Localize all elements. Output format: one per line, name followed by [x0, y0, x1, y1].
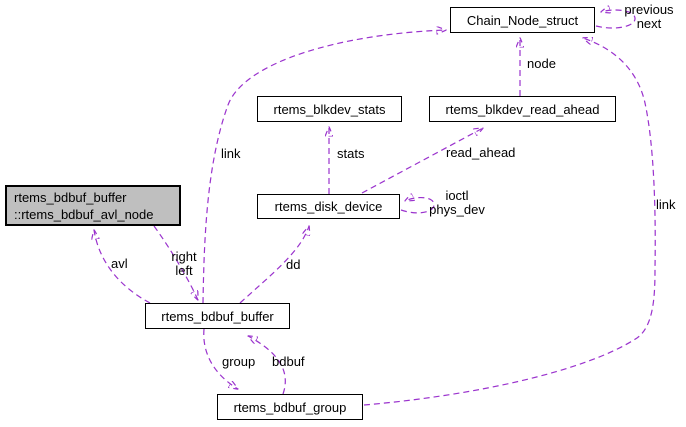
node-rtems-bdbuf-group[interactable]: rtems_bdbuf_group — [217, 394, 363, 420]
node-rtems-bdbuf-buffer[interactable]: rtems_bdbuf_buffer — [145, 303, 290, 329]
node-rtems-bdbuf-avl-node-current: rtems_bdbuf_buffer ::rtems_bdbuf_avl_nod… — [5, 185, 181, 226]
edge-label-ioctl: ioctl — [445, 188, 469, 203]
avl-node-label-line1: rtems_bdbuf_buffer — [14, 189, 127, 205]
edge-link-to-chain — [202, 30, 446, 304]
edge-right-left — [153, 225, 198, 300]
edge-dd — [239, 226, 309, 304]
edge-label-ioctl-phys-dev: ioctl phys_dev — [418, 189, 496, 217]
edge-label-left: left — [175, 263, 193, 278]
edge-label-bdbuf: bdbuf — [272, 354, 305, 369]
edge-group — [203, 328, 238, 389]
node-chain-node-struct[interactable]: Chain_Node_struct — [450, 7, 595, 33]
edge-chain-self-loop — [596, 10, 636, 29]
avl-node-label-line2: ::rtems_bdbuf_avl_node — [14, 206, 154, 222]
edge-label-avl: avl — [111, 256, 128, 271]
edge-label-previous-next: previous next — [612, 3, 686, 31]
edge-group-link-to-chain — [363, 38, 656, 406]
edge-read-ahead — [361, 128, 483, 194]
edge-label-link-left: link — [221, 146, 241, 161]
node-rtems-disk-device[interactable]: rtems_disk_device — [257, 194, 400, 219]
edge-label-group: group — [222, 354, 256, 369]
edge-label-dd: dd — [286, 257, 301, 272]
edge-label-right-left: right left — [165, 250, 203, 278]
edge-label-link-right: link — [656, 197, 676, 212]
node-rtems-blkdev-read-ahead[interactable]: rtems_blkdev_read_ahead — [429, 96, 616, 122]
edge-bdbuf — [248, 336, 286, 395]
edge-label-previous: previous — [624, 2, 674, 17]
node-rtems-blkdev-stats[interactable]: rtems_blkdev_stats — [257, 96, 402, 122]
edge-disk-self-loop — [401, 198, 435, 214]
edge-label-phys-dev: phys_dev — [429, 202, 485, 217]
edge-label-stats: stats — [337, 146, 365, 161]
edge-label-right: right — [171, 249, 197, 264]
edge-label-next: next — [636, 16, 662, 31]
edge-avl — [94, 230, 151, 304]
edge-label-read-ahead: read_ahead — [446, 145, 516, 160]
edge-label-node: node — [527, 56, 556, 71]
